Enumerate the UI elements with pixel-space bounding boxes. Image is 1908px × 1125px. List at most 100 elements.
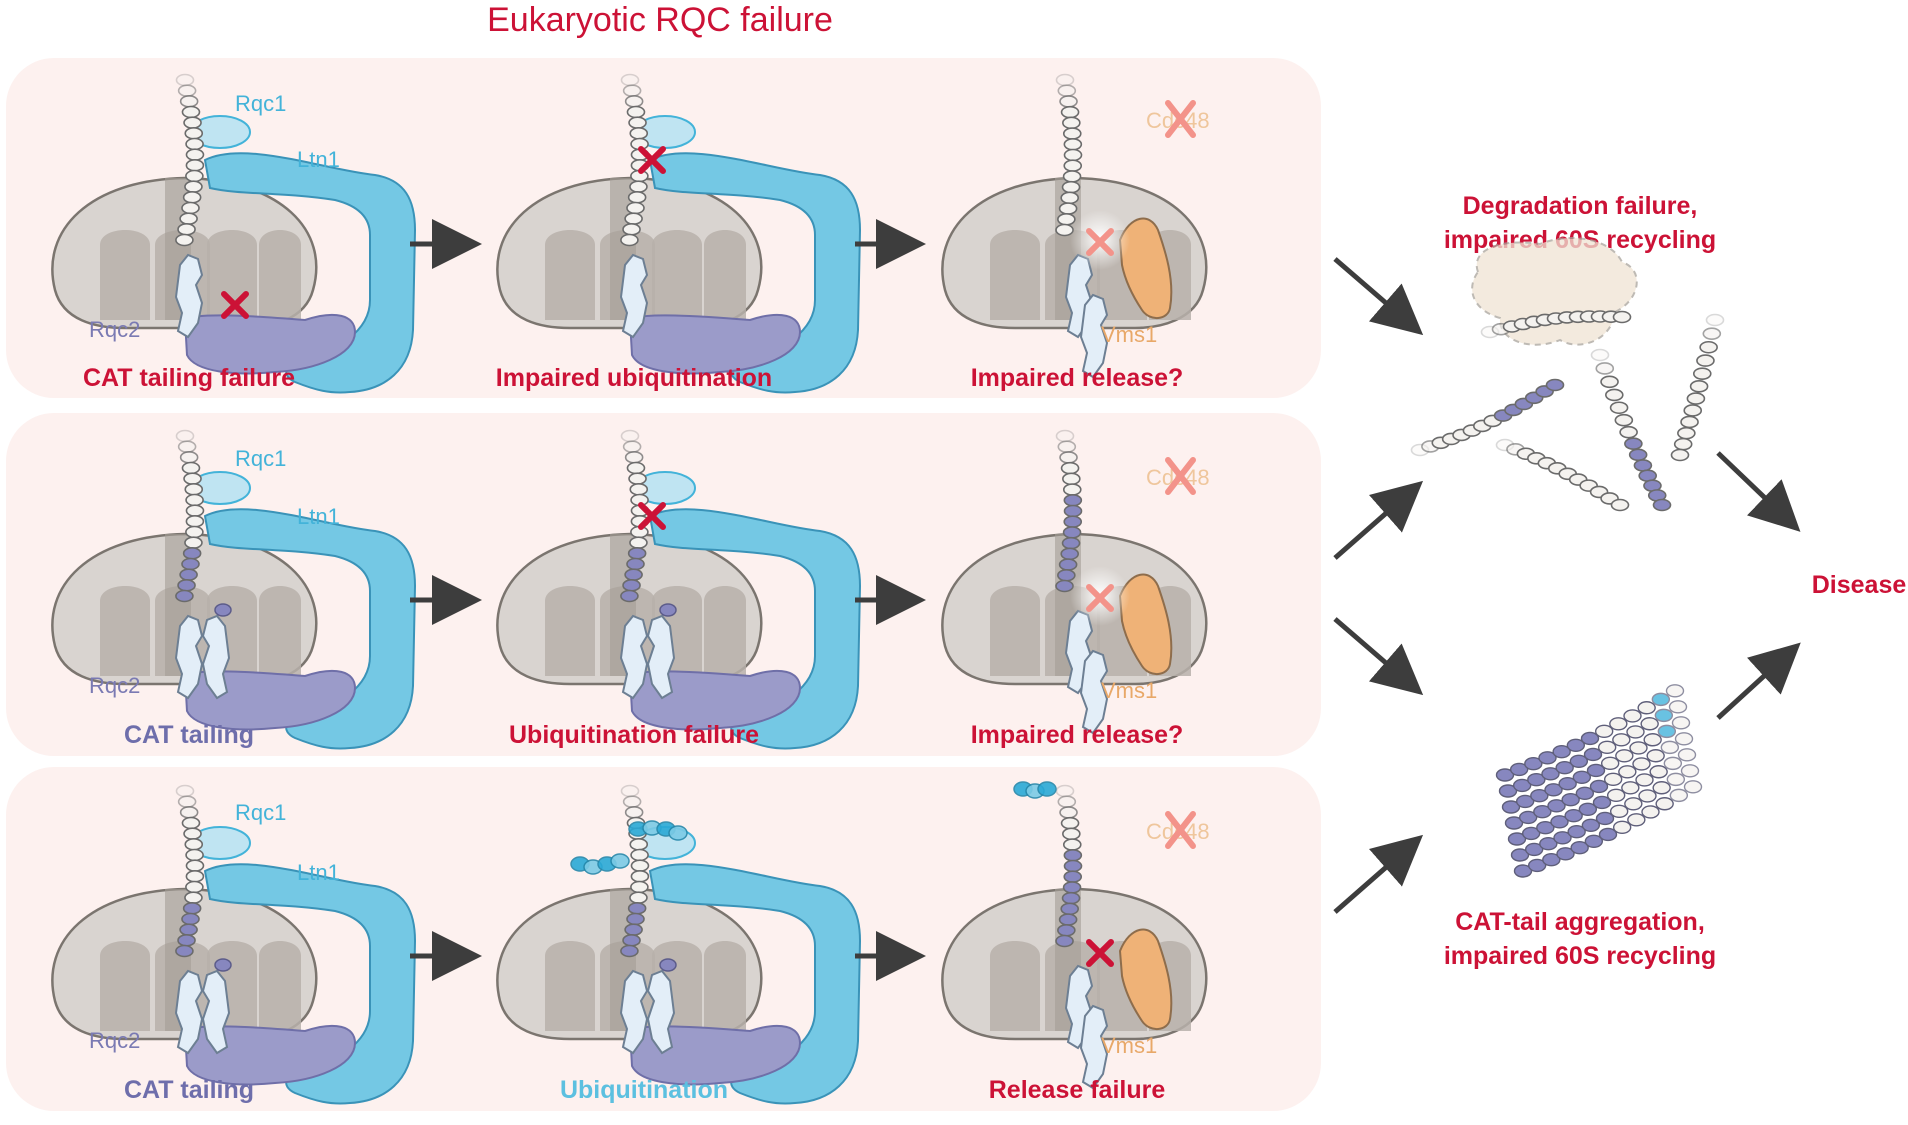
peptide-bead (628, 472, 647, 485)
label-rqc1-r2: Rqc1 (235, 446, 286, 471)
peptide-bead (624, 95, 644, 108)
ltn1-protein (648, 508, 862, 750)
peptide-bead (1062, 483, 1082, 496)
peptide-bead (1063, 493, 1083, 507)
aggregate-bead (1533, 805, 1552, 819)
peptide-bead (1057, 795, 1077, 809)
aggregate-bead (1629, 741, 1648, 755)
peptide-bead (1633, 459, 1653, 472)
aggregate-bead (1569, 754, 1589, 768)
peptide-bead (183, 472, 202, 485)
peptide-bead (185, 880, 204, 894)
peptide-bead (185, 525, 204, 539)
cdc48-cross-marks (1165, 100, 1196, 849)
peptide-bead (1689, 380, 1709, 393)
trna (619, 614, 649, 700)
caption-r2-c1: CAT tailing (124, 721, 254, 749)
ribosome-tunnel (100, 230, 150, 320)
aggregate-bead (1674, 732, 1694, 746)
rqc2-protein (628, 1024, 802, 1086)
peptide-bead (1062, 170, 1082, 183)
peptide-bead (184, 180, 203, 193)
peptide-bead (185, 870, 205, 883)
peptide-bead (177, 795, 197, 808)
peptide-bead (1590, 348, 1610, 362)
peptide-bead (1063, 859, 1083, 873)
peptide-bead (1058, 913, 1078, 926)
free-peptide-chains (1410, 310, 1725, 512)
peptide-bead (1063, 504, 1083, 518)
peptide-bead (184, 838, 204, 851)
peptide-bead (1059, 451, 1078, 464)
peptide-bead (1595, 362, 1615, 375)
peptide-bead (1055, 223, 1074, 237)
peptide-bead (175, 233, 194, 247)
aggregate-bead (1524, 842, 1544, 857)
aggregate-bead (1637, 701, 1656, 715)
peptide-bead (1696, 354, 1715, 367)
aggregate-bead (1586, 763, 1606, 778)
aggregate-bead (1553, 831, 1572, 845)
peptide-bead (1062, 838, 1082, 851)
peptide-bead (184, 483, 204, 496)
trna (619, 969, 649, 1055)
panel-r1-c1 (51, 73, 417, 394)
aggregate-bead (1583, 747, 1603, 762)
peptide-bead (1610, 498, 1630, 512)
peptide-bead (1619, 425, 1638, 439)
peptide-bead (185, 493, 204, 507)
peptide-bead (1673, 437, 1693, 451)
aggregate-bead (1580, 731, 1600, 746)
peptide-bead (1612, 310, 1632, 324)
aggregate-bead (1609, 804, 1629, 819)
peptide-bead (624, 451, 644, 464)
peptide-bead (630, 880, 649, 894)
aggregate-bead (1651, 692, 1671, 707)
aggregate-bead (1513, 864, 1533, 878)
aggregate-bead (1618, 765, 1637, 779)
aggregate-bead (1595, 811, 1615, 826)
aggregate-bead (1649, 765, 1668, 779)
peptide-bead (630, 859, 650, 872)
aggregate-bead (1570, 841, 1589, 855)
aggregate-bead (1624, 797, 1643, 811)
aggregate-bead (1512, 778, 1532, 793)
peptide-bead (629, 180, 648, 193)
peptide-bead (620, 233, 639, 247)
caption-r3-c1: CAT tailing (124, 1076, 254, 1104)
failure-x-mark (1086, 939, 1114, 967)
peptide-bead (185, 159, 205, 172)
trna (619, 253, 649, 339)
aggregate-bead (1544, 783, 1563, 797)
aggregate-bead (1556, 847, 1575, 861)
peptide-bead (184, 891, 203, 904)
rqc2-protein (628, 669, 802, 731)
panel-r2-c3 (941, 429, 1208, 735)
peptide-bead (1063, 515, 1083, 529)
aggregate-bead (1669, 788, 1689, 803)
peptide-bead (1055, 73, 1075, 87)
peptide-bead (629, 127, 649, 140)
peptide-bead (181, 557, 200, 571)
aggregate-bead (1660, 740, 1680, 755)
peptide-bead (1055, 429, 1075, 443)
aggregate-bead (1538, 751, 1557, 765)
peptide-bead (1055, 579, 1074, 593)
failure-x-mark (638, 502, 666, 530)
vms1-protein (1118, 928, 1173, 1030)
peptide-bead (1061, 180, 1081, 194)
peptide-bead (624, 806, 644, 819)
ribosome-tunnel (545, 941, 595, 1031)
ltn1-protein (648, 863, 862, 1105)
peptide-bead (185, 848, 204, 862)
peptide-bead (1060, 816, 1080, 830)
peptide-bead (175, 429, 195, 443)
trna (646, 614, 676, 700)
aggregate-bead (1635, 773, 1654, 787)
peptide-bead (620, 589, 639, 603)
peptide-bead (1063, 870, 1083, 884)
peptide-bead (1058, 558, 1078, 571)
cat-tail-bead (214, 958, 232, 972)
row-1-captions: CAT tailing failure Impaired ubiquitinat… (83, 364, 1183, 392)
peptide-bead (624, 568, 643, 581)
